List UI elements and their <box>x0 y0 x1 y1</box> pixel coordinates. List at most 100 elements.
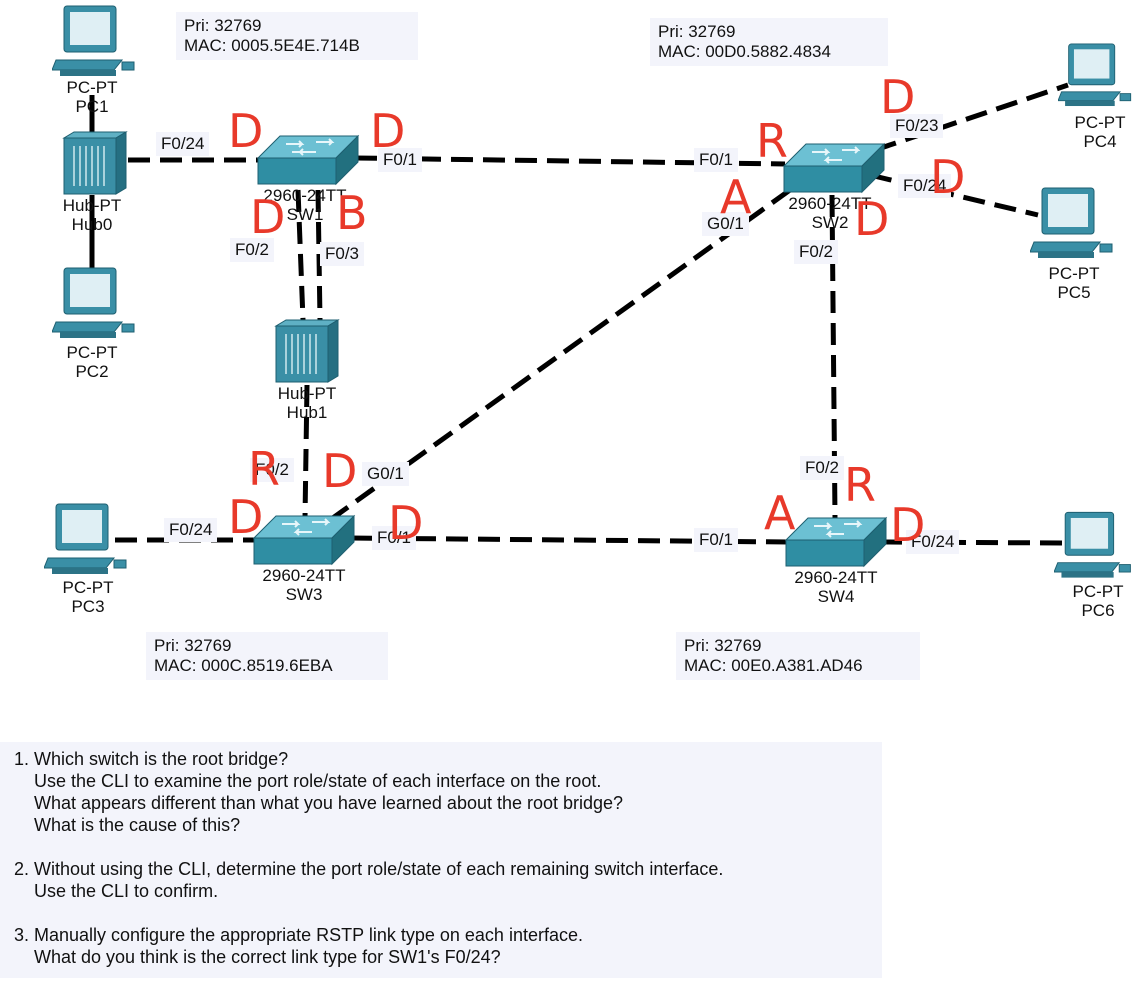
sw2-icon[interactable] <box>782 140 886 196</box>
port-sw2-f02: F0/2 <box>794 240 839 264</box>
sw3-priority: Pri: 32769 <box>154 636 232 655</box>
hub1-label: Hub-PT Hub1 <box>278 384 337 422</box>
hub0-icon[interactable] <box>60 130 130 196</box>
sw1-priority: Pri: 32769 <box>184 16 262 35</box>
sw2-model: 2960-24TT <box>788 194 872 213</box>
role-sw3-g01: D <box>322 444 358 498</box>
role-sw2-f02: D <box>854 192 890 246</box>
question-1-line-1: Which switch is the root bridge? <box>34 749 289 769</box>
sw3-icon[interactable] <box>252 512 356 568</box>
sw1-icon[interactable] <box>256 132 360 188</box>
question-1-line-4: What is the cause of this? <box>34 815 241 835</box>
pc6-icon[interactable] <box>1054 508 1136 582</box>
sw2-priority: Pri: 32769 <box>658 22 736 41</box>
sw2-label: 2960-24TT SW2 <box>788 194 871 232</box>
pc3-name: PC3 <box>71 597 105 616</box>
link-sw2-pc4 <box>874 82 1069 153</box>
role-sw4-f02: R <box>844 458 876 512</box>
pc4-name: PC4 <box>1083 132 1117 151</box>
question-1-line-3: What appears different than what you hav… <box>34 793 624 813</box>
port-sw2-g01: G0/1 <box>702 212 749 236</box>
sw4-name: SW4 <box>817 587 855 606</box>
link-sw1-hub1-a <box>295 189 306 321</box>
question-3-line-2: What do you think is the correct link ty… <box>34 947 501 967</box>
role-sw2-f024: D <box>930 150 966 204</box>
pc1-model: PC-PT <box>66 78 118 97</box>
pc5-name: PC5 <box>1057 283 1091 302</box>
link-hub1-sw3 <box>302 384 310 519</box>
pc3-icon[interactable] <box>44 502 132 576</box>
port-sw2-f01: F0/1 <box>694 148 739 172</box>
hub1-name: Hub1 <box>286 403 328 422</box>
pc2-model: PC-PT <box>66 343 118 362</box>
pc1-icon[interactable] <box>52 4 140 78</box>
link-sw1-hub1-b <box>315 189 323 321</box>
port-sw3-g01: G0/1 <box>362 462 409 486</box>
port-sw4-f024: F0/24 <box>906 530 960 554</box>
role-sw1-f024: D <box>228 104 264 158</box>
port-sw4-f02: F0/2 <box>800 456 845 480</box>
sw1-name: SW1 <box>286 205 324 224</box>
pc2-label: PC-PT PC2 <box>67 343 118 381</box>
hub0-model: Hub-PT <box>62 196 122 215</box>
pc6-label: PC-PT PC6 <box>1073 582 1124 620</box>
sw4-label: 2960-24TT SW4 <box>794 568 877 606</box>
pc3-model: PC-PT <box>62 578 114 597</box>
port-sw1-f03: F0/3 <box>320 242 365 266</box>
port-sw1-f01: F0/1 <box>378 148 423 172</box>
pc3-label: PC-PT PC3 <box>63 578 114 616</box>
sw3-name: SW3 <box>285 585 323 604</box>
sw3-model: 2960-24TT <box>262 566 346 585</box>
question-2: Without using the CLI, determine the por… <box>34 858 882 902</box>
port-sw2-f023: F0/23 <box>890 114 944 138</box>
question-3-line-1: Manually configure the appropriate RSTP … <box>34 925 583 945</box>
sw2-name: SW2 <box>811 213 849 232</box>
pc4-label: PC-PT PC4 <box>1075 113 1126 151</box>
port-sw1-f024: F0/24 <box>156 132 210 156</box>
topology-links <box>89 82 1069 546</box>
role-sw2-f01: R <box>756 114 788 168</box>
question-2-line-2: Use the CLI to confirm. <box>34 881 219 901</box>
question-1-line-2: Use the CLI to examine the port role/sta… <box>34 771 602 791</box>
role-sw1-f02: D <box>250 190 286 244</box>
role-sw1-f03: B <box>336 186 368 240</box>
pc2-name: PC2 <box>75 362 109 381</box>
sw1-mac: MAC: 0005.5E4E.714B <box>184 36 360 55</box>
hub0-label: Hub-PT Hub0 <box>63 196 122 234</box>
role-sw3-f02: R <box>248 442 280 496</box>
sw2-mac: MAC: 00D0.5882.4834 <box>658 42 831 61</box>
question-1: Which switch is the root bridge? Use the… <box>34 748 882 836</box>
question-panel: Which switch is the root bridge? Use the… <box>0 742 882 978</box>
port-sw3-f02: F0/2 <box>250 458 295 482</box>
sw4-mac: MAC: 00E0.A381.AD46 <box>684 656 863 675</box>
role-sw4-f01: A <box>764 486 796 540</box>
pc6-name: PC6 <box>1081 601 1115 620</box>
role-sw4-f024: D <box>890 498 926 552</box>
role-sw2-f023: D <box>880 70 916 124</box>
role-sw3-f024: D <box>228 490 264 544</box>
question-list: Which switch is the root bridge? Use the… <box>0 748 882 968</box>
sw3-label: 2960-24TT SW3 <box>262 566 345 604</box>
port-sw3-f024: F0/24 <box>164 518 218 542</box>
pc5-icon[interactable] <box>1030 186 1118 260</box>
role-sw2-g01: A <box>720 170 752 224</box>
pc4-icon[interactable] <box>1058 38 1136 112</box>
link-sw2-pc5 <box>869 172 1039 218</box>
hub0-name: Hub0 <box>71 215 113 234</box>
pc5-label: PC-PT PC5 <box>1049 264 1100 302</box>
sw1-bridge-info: Pri: 32769 MAC: 0005.5E4E.714B <box>176 12 418 60</box>
sw4-bridge-info: Pri: 32769 MAC: 00E0.A381.AD46 <box>676 632 920 680</box>
pc4-model: PC-PT <box>1074 113 1126 132</box>
pc2-icon[interactable] <box>52 266 140 340</box>
sw3-bridge-info: Pri: 32769 MAC: 000C.8519.6EBA <box>146 632 388 680</box>
port-sw4-f01: F0/1 <box>694 528 739 552</box>
pc1-label: PC-PT PC1 <box>67 78 118 116</box>
sw1-label: 2960-24TT SW1 <box>263 186 346 224</box>
pc5-model: PC-PT <box>1048 264 1100 283</box>
sw4-icon[interactable] <box>784 514 888 570</box>
port-sw1-f02: F0/2 <box>230 238 275 262</box>
hub1-icon[interactable] <box>272 318 342 384</box>
role-sw3-f01: D <box>388 496 424 550</box>
role-sw1-f01: D <box>370 104 406 158</box>
question-2-line-1: Without using the CLI, determine the por… <box>34 859 724 879</box>
